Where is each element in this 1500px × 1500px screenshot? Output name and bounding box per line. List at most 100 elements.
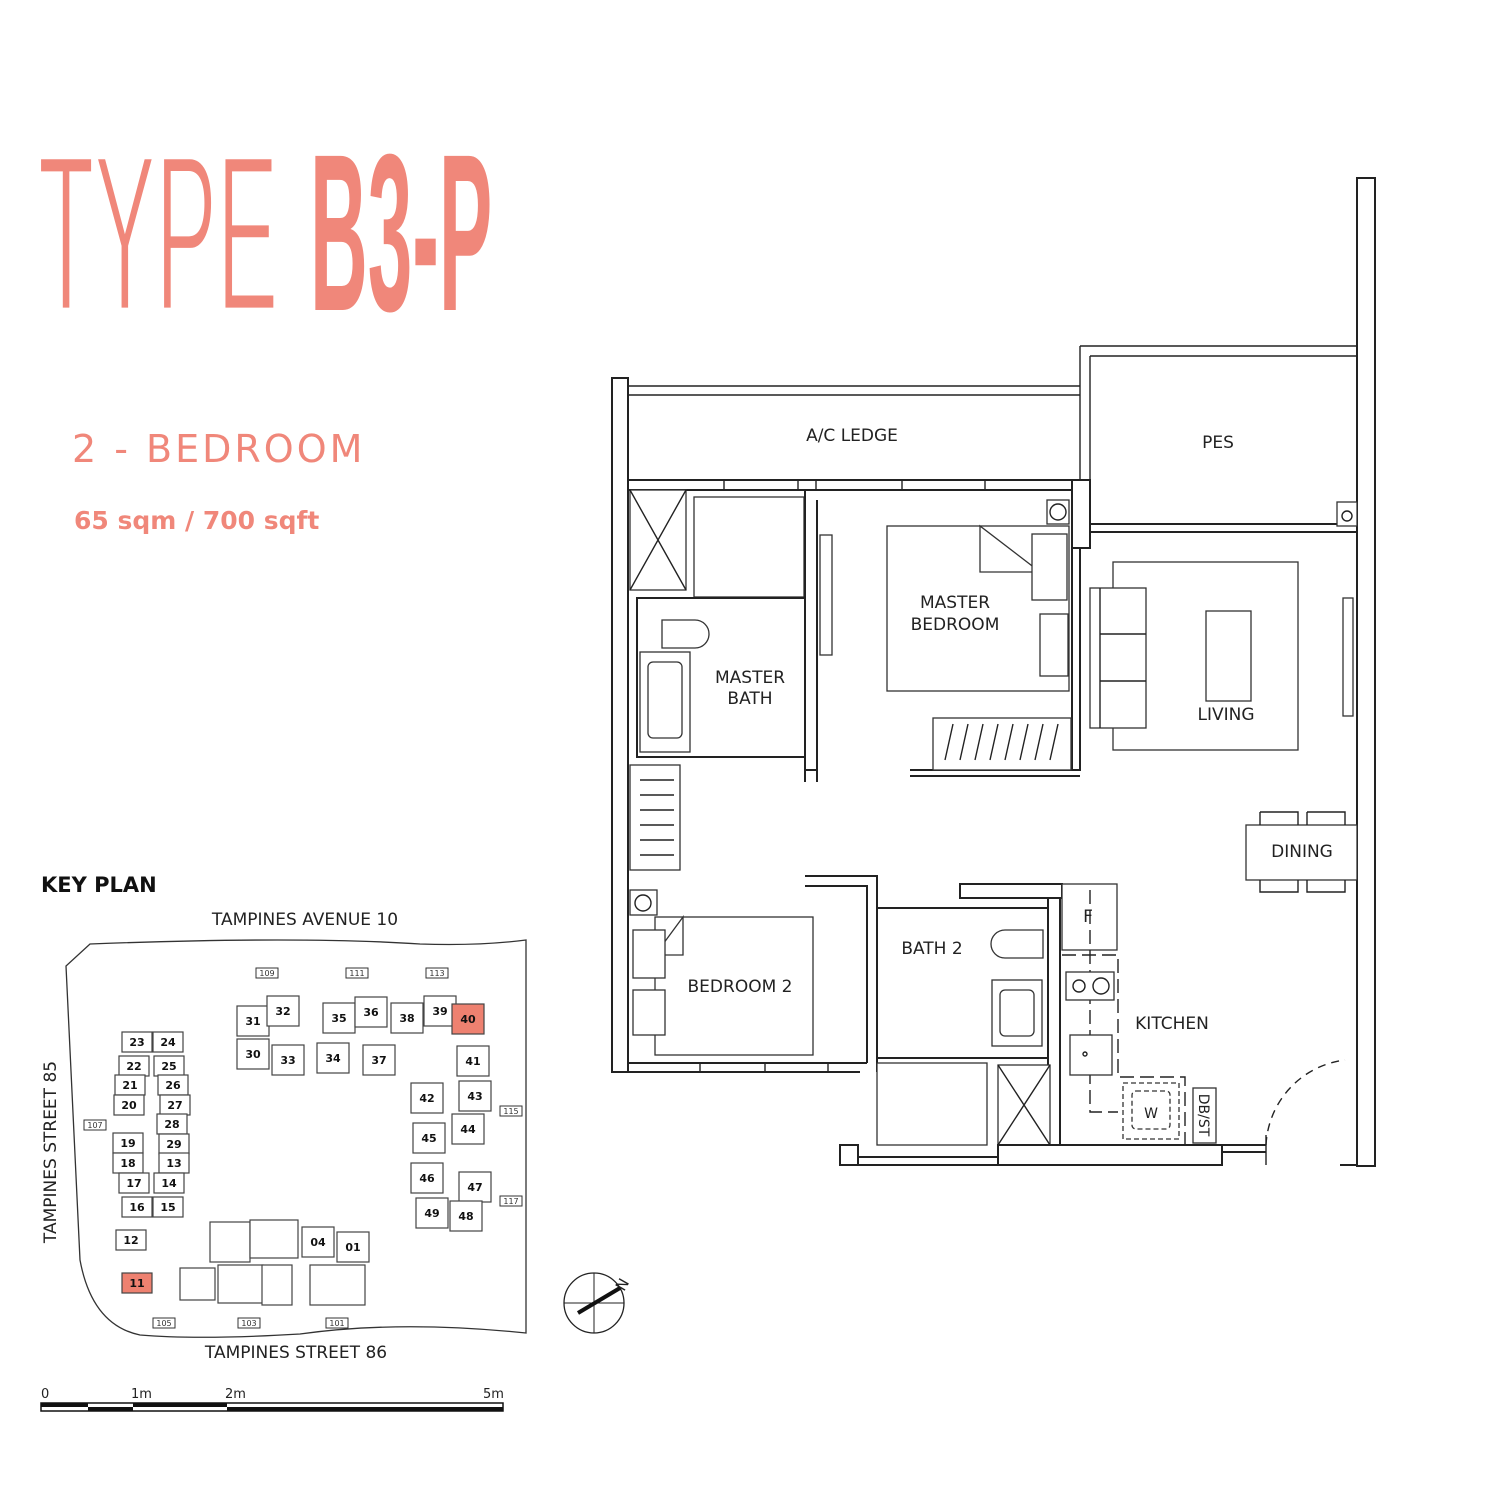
- key-plan-unit-label: 48: [458, 1210, 473, 1223]
- key-plan-unit-label: 20: [121, 1099, 137, 1112]
- key-plan-unit-label: 18: [120, 1157, 135, 1170]
- key-plan-unit-label: 42: [419, 1092, 434, 1105]
- block-tag-115: 115: [503, 1107, 518, 1116]
- key-plan-unit-label: 17: [126, 1177, 141, 1190]
- key-plan-block: [309, 1264, 366, 1306]
- key-plan-unit-48: [449, 1200, 483, 1232]
- block-tag-box: [237, 1317, 261, 1329]
- key-plan-unit-label: 27: [167, 1099, 182, 1112]
- block-tag-box: [255, 967, 279, 979]
- key-plan-unit-label: 33: [280, 1054, 295, 1067]
- block-tag-101: 101: [329, 1319, 344, 1328]
- key-plan-unit-label: 25: [161, 1060, 176, 1073]
- key-plan-unit-label: 47: [467, 1181, 482, 1194]
- key-plan-unit-label: 40: [460, 1013, 476, 1026]
- block-tag-103: 103: [241, 1319, 256, 1328]
- label-ac-ledge: A/C LEDGE: [806, 426, 898, 446]
- key-plan-unit-label: 45: [421, 1132, 436, 1145]
- key-plan-unit-43: [458, 1080, 492, 1112]
- type-code: B3-P: [310, 108, 492, 358]
- key-plan-unit-42: [410, 1082, 444, 1114]
- label-master-bath-2: BATH: [727, 689, 772, 709]
- road-west: TAMPINES STREET 85: [41, 1061, 61, 1244]
- scale-label-5m: 5m: [483, 1387, 504, 1402]
- key-plan-unit-label: 16: [129, 1201, 145, 1214]
- key-plan-unit-11: [121, 1272, 153, 1294]
- key-plan-unit-label: 12: [123, 1234, 138, 1247]
- key-plan-unit-label: 24: [160, 1036, 176, 1049]
- scale-bar: 0 1m 2m 5m: [40, 1387, 504, 1412]
- key-plan-unit-label: 19: [120, 1137, 135, 1150]
- scale-label-1m: 1m: [131, 1387, 152, 1402]
- key-plan-block: [249, 1219, 299, 1259]
- key-plan-unit-15: [152, 1196, 184, 1218]
- key-plan-unit-label: 41: [465, 1055, 480, 1068]
- floor-plan: [611, 177, 1376, 1167]
- key-plan-unit-label: 36: [363, 1006, 379, 1019]
- key-plan-unit-label: 34: [325, 1052, 341, 1065]
- key-plan-unit-46: [410, 1162, 444, 1194]
- key-plan-unit-label: 39: [432, 1005, 447, 1018]
- unit-area: 65 sqm / 700 sqft: [74, 506, 319, 535]
- label-dining: DINING: [1271, 842, 1333, 862]
- key-plan-unit-label: 15: [160, 1201, 175, 1214]
- key-plan-unit-label: 04: [310, 1236, 326, 1249]
- key-plan-unit-label: 21: [122, 1079, 137, 1092]
- key-plan-unit-label: 01: [345, 1241, 360, 1254]
- key-plan-unit-44: [451, 1113, 485, 1145]
- key-plan-unit-36: [354, 996, 388, 1028]
- key-plan-unit-31: [236, 1005, 270, 1037]
- key-plan-unit-38: [390, 1002, 424, 1034]
- key-plan-unit-label: 44: [460, 1123, 476, 1136]
- block-tag-box: [152, 1317, 176, 1329]
- type-word: TYPE: [38, 110, 278, 358]
- label-master-bath-1: MASTER: [715, 668, 785, 688]
- key-plan-unit-label: 32: [275, 1005, 290, 1018]
- key-plan-unit-label: 43: [467, 1090, 482, 1103]
- key-plan-unit-label: 22: [126, 1060, 141, 1073]
- key-plan-unit-label: 14: [161, 1177, 177, 1190]
- block-tag-box: [499, 1195, 523, 1207]
- bedroom-count: 2 - BEDROOM: [72, 427, 365, 471]
- label-washer: W: [1144, 1106, 1158, 1122]
- label-pes: PES: [1202, 433, 1234, 453]
- compass-icon: N: [563, 1272, 633, 1334]
- key-plan-unit-41: [456, 1045, 490, 1077]
- key-plan-unit-04: [301, 1226, 335, 1258]
- key-plan-unit-12: [115, 1229, 147, 1251]
- key-plan-unit-47: [458, 1171, 492, 1203]
- key-plan-unit-label: 13: [166, 1157, 181, 1170]
- key-plan-unit-label: 31: [245, 1015, 260, 1028]
- key-plan-block: [209, 1221, 251, 1263]
- key-plan-unit-label: 11: [129, 1277, 144, 1290]
- label-master-bedroom-1: MASTER: [920, 593, 990, 613]
- block-tag-111: 111: [349, 969, 364, 978]
- key-plan-block: [261, 1264, 293, 1306]
- block-tag-117: 117: [503, 1197, 518, 1206]
- scale-label-2m: 2m: [225, 1387, 246, 1402]
- key-plan-unit-35: [322, 1002, 356, 1034]
- key-plan-unit-34: [316, 1042, 350, 1074]
- block-tag-box: [325, 1317, 349, 1329]
- key-plan-unit-39: [423, 995, 457, 1027]
- key-plan-unit-label: 49: [424, 1207, 439, 1220]
- key-plan-unit-label: 30: [245, 1048, 261, 1061]
- road-south: TAMPINES STREET 86: [204, 1343, 387, 1363]
- key-plan-unit-37: [362, 1044, 396, 1076]
- right-wall: [1356, 177, 1376, 1167]
- label-master-bedroom-2: BEDROOM: [911, 615, 1000, 635]
- key-plan-unit-20: [113, 1094, 145, 1116]
- key-plan-unit-30: [236, 1038, 270, 1070]
- key-plan-unit-24: [152, 1031, 184, 1053]
- key-plan-unit-45: [412, 1122, 446, 1154]
- block-tag-box: [83, 1119, 107, 1131]
- key-plan-unit-label: 37: [371, 1054, 386, 1067]
- label-kitchen: KITCHEN: [1135, 1014, 1209, 1034]
- key-plan-unit-label: 46: [419, 1172, 435, 1185]
- key-plan-unit-label: 23: [129, 1036, 144, 1049]
- key-plan-unit-label: 38: [399, 1012, 414, 1025]
